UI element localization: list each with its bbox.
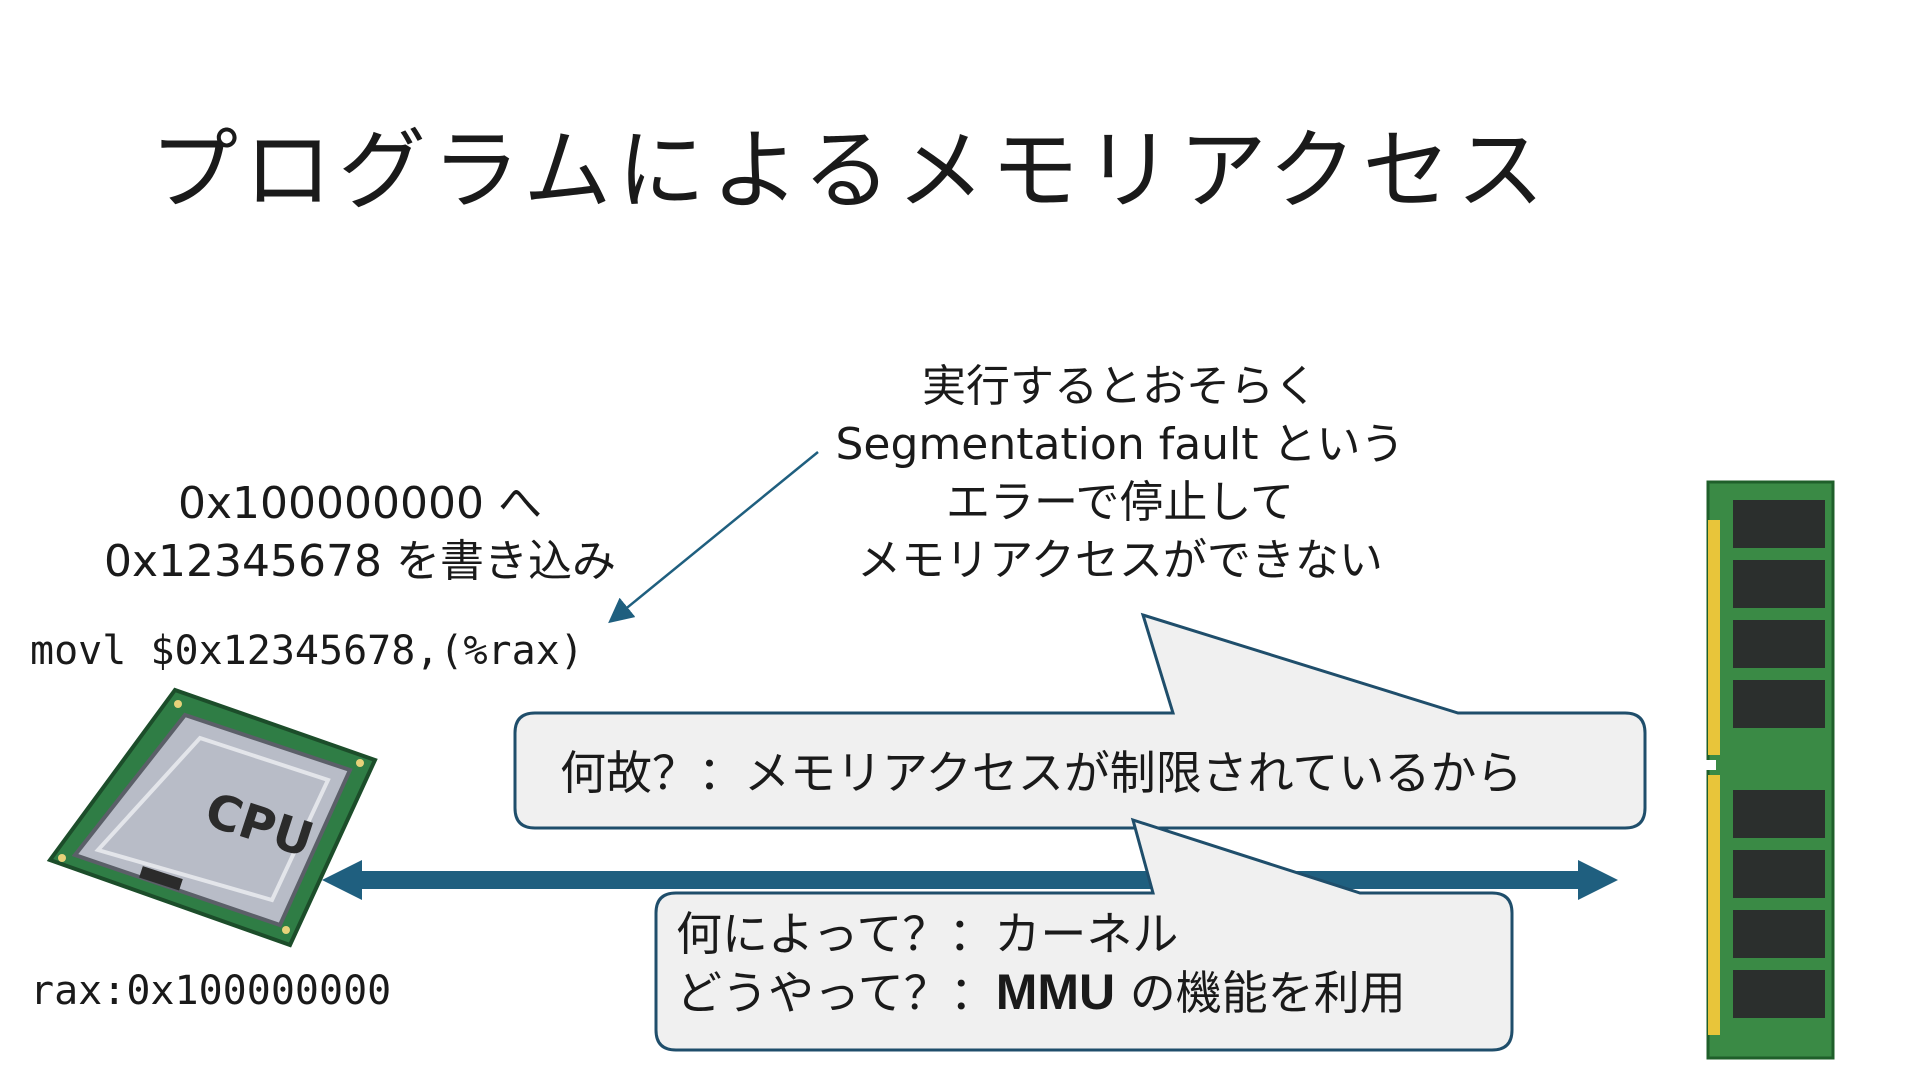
bubble-why [513, 612, 1647, 830]
bubble-how-text: 何によって？：カーネル どうやって？：MMU の機能を利用 [676, 905, 1406, 1022]
mmu-emphasis: MMU [995, 964, 1116, 1020]
cpu-chip-illustration: CPU [46, 687, 378, 948]
bubble-how-line1: 何によって？：カーネル [676, 907, 1179, 961]
register-text: rax:0x100000000 [30, 968, 392, 1014]
left-note-line2: 0x12345678 を書き込み [104, 536, 616, 587]
pointer-arrow [608, 451, 819, 624]
bubble-how-line2: どうやって？：MMU の機能を利用 [676, 963, 1406, 1022]
left-note-line1: 0x100000000 へ [178, 478, 542, 529]
bubble-how-line2-prefix: どうやって？： [676, 966, 996, 1020]
slide-title: プログラムによるメモリアクセス [150, 119, 1551, 222]
bubble-how-line2-suffix: の機能を利用 [1115, 966, 1406, 1020]
right-note-line3: エラーで停止して [945, 477, 1295, 528]
left-note: 0x100000000 へ 0x12345678 を書き込み [60, 475, 660, 591]
bubble-how [654, 817, 1514, 1052]
right-note-line4: メモリアクセスができない [857, 535, 1383, 586]
right-note-line1: 実行するとおそらく [922, 361, 1318, 412]
bubble-why-text: 何故？：メモリアクセスが制限されているから [560, 746, 1523, 800]
right-note-line2: Segmentation fault という [835, 419, 1405, 470]
instruction-text: movl $0x12345678,(%rax) [30, 628, 584, 674]
ram-module-illustration [1700, 480, 1835, 1060]
right-note: 実行するとおそらく Segmentation fault という エラーで停止し… [820, 358, 1420, 590]
